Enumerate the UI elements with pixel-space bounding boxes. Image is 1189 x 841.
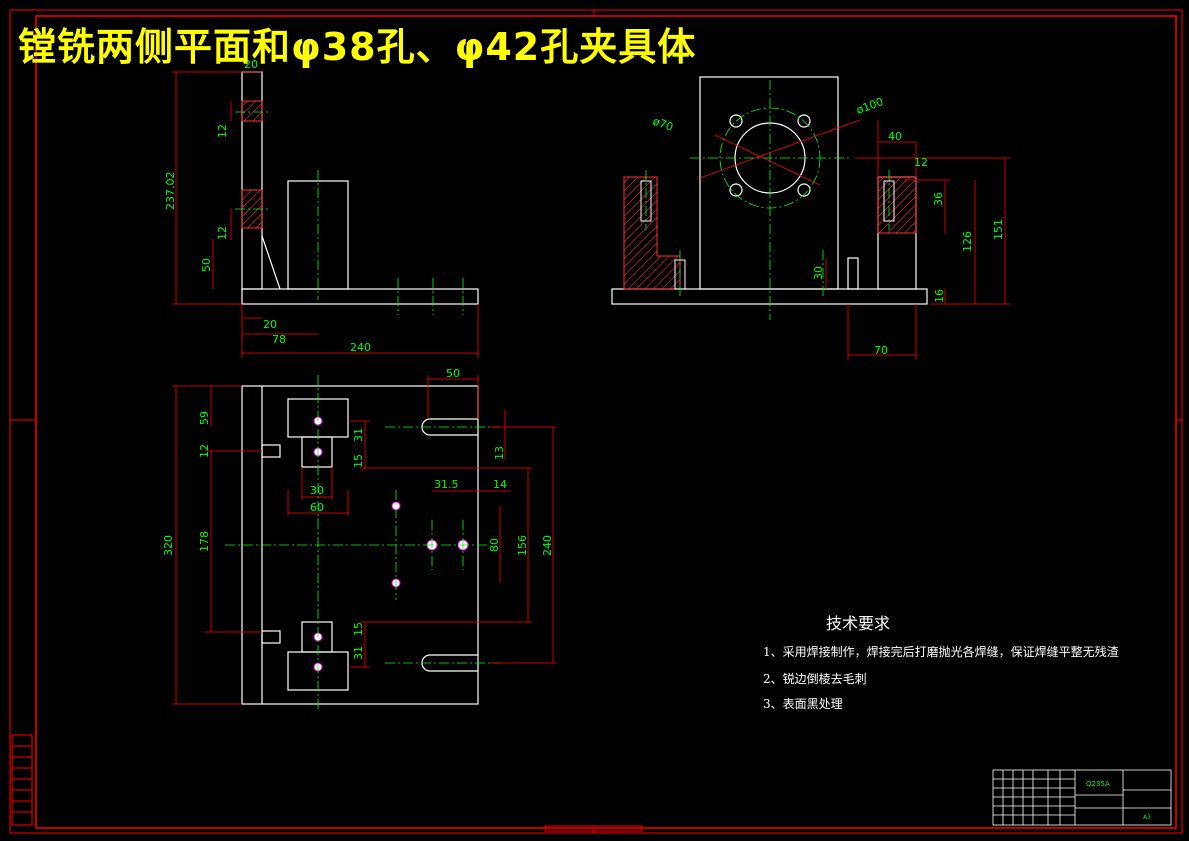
dim-front-240: 240	[350, 341, 371, 354]
title-block-material: Q235A	[1086, 780, 1110, 788]
dim-side-phi70: ø70	[651, 115, 675, 134]
dim-front-hole-12-top: 12	[216, 124, 229, 138]
technical-requirement-2: 2、锐边倒棱去毛刺	[763, 672, 867, 686]
top-view: 50 59 31 12 15 13 30 60 31.5 14 320 178 …	[162, 367, 556, 712]
front-view: 20 12 237.02 12 50 20 78 240	[164, 58, 479, 358]
dim-front-height-237: 237.02	[164, 172, 177, 211]
dim-front-height-50: 50	[200, 258, 213, 272]
dim-top-14: 14	[493, 478, 507, 491]
dim-top-59: 59	[198, 411, 211, 425]
dim-top-50: 50	[446, 367, 460, 380]
dim-top-60: 60	[310, 501, 324, 514]
dim-side-30: 30	[812, 266, 825, 280]
top-view-holes	[313, 416, 469, 672]
dim-top-80: 80	[488, 538, 501, 552]
side-view-dim-lines	[699, 119, 1010, 360]
dim-top-12: 12	[198, 444, 211, 458]
dim-front-78: 78	[272, 333, 286, 346]
dim-front-hole-12-bottom: 12	[216, 226, 229, 240]
dim-side-151: 151	[992, 219, 1005, 240]
dim-top-31-5: 31.5	[434, 478, 459, 491]
left-margin-label-block	[11, 734, 33, 826]
title-block	[992, 769, 1172, 826]
drawing-title: 镗铣两侧平面和φ38孔、φ42孔夹具体	[18, 25, 697, 69]
top-view-dim-lines	[172, 375, 556, 705]
technical-requirements-heading: 技术要求	[826, 614, 891, 633]
dim-side-70: 70	[874, 344, 888, 357]
dim-side-40: 40	[888, 130, 902, 143]
dim-side-phi100: ø100	[855, 95, 886, 117]
dim-side-12: 12	[914, 156, 928, 169]
side-view-section	[623, 176, 917, 290]
dim-top-31-upper: 31	[352, 428, 365, 442]
front-view-centerlines	[235, 111, 464, 315]
dim-top-15-lower: 15	[352, 622, 365, 636]
front-view-outline	[241, 71, 479, 305]
side-view: ø70 ø100 40 12 36 126 151 30 16 70	[611, 76, 1010, 360]
dim-top-178: 178	[198, 531, 211, 552]
dim-top-15-upper: 15	[352, 454, 365, 468]
top-view-centerlines	[225, 375, 500, 712]
dim-top-13: 13	[493, 446, 506, 460]
drawing-frame	[9, 9, 1183, 834]
dim-top-31-lower: 31	[352, 646, 365, 660]
dim-front-width-20: 20	[244, 58, 258, 71]
front-view-dim-lines	[172, 71, 479, 358]
dim-side-126: 126	[961, 231, 974, 252]
dim-top-320: 320	[162, 535, 175, 556]
dim-side-16: 16	[933, 289, 946, 303]
side-view-centerlines	[645, 80, 890, 320]
dim-front-base-20: 20	[263, 318, 277, 331]
technical-requirement-3: 3、表面黑处理	[763, 697, 843, 711]
technical-requirement-1: 1、采用焊接制作，焊接完后打磨抛光各焊缝，保证焊缝平整无残渣	[763, 645, 1119, 659]
dim-top-30: 30	[310, 484, 324, 497]
dim-side-36: 36	[932, 192, 945, 206]
dim-top-240: 240	[541, 535, 554, 556]
title-block-sheet-size: A3	[1143, 814, 1151, 821]
dim-top-156: 156	[516, 535, 529, 556]
